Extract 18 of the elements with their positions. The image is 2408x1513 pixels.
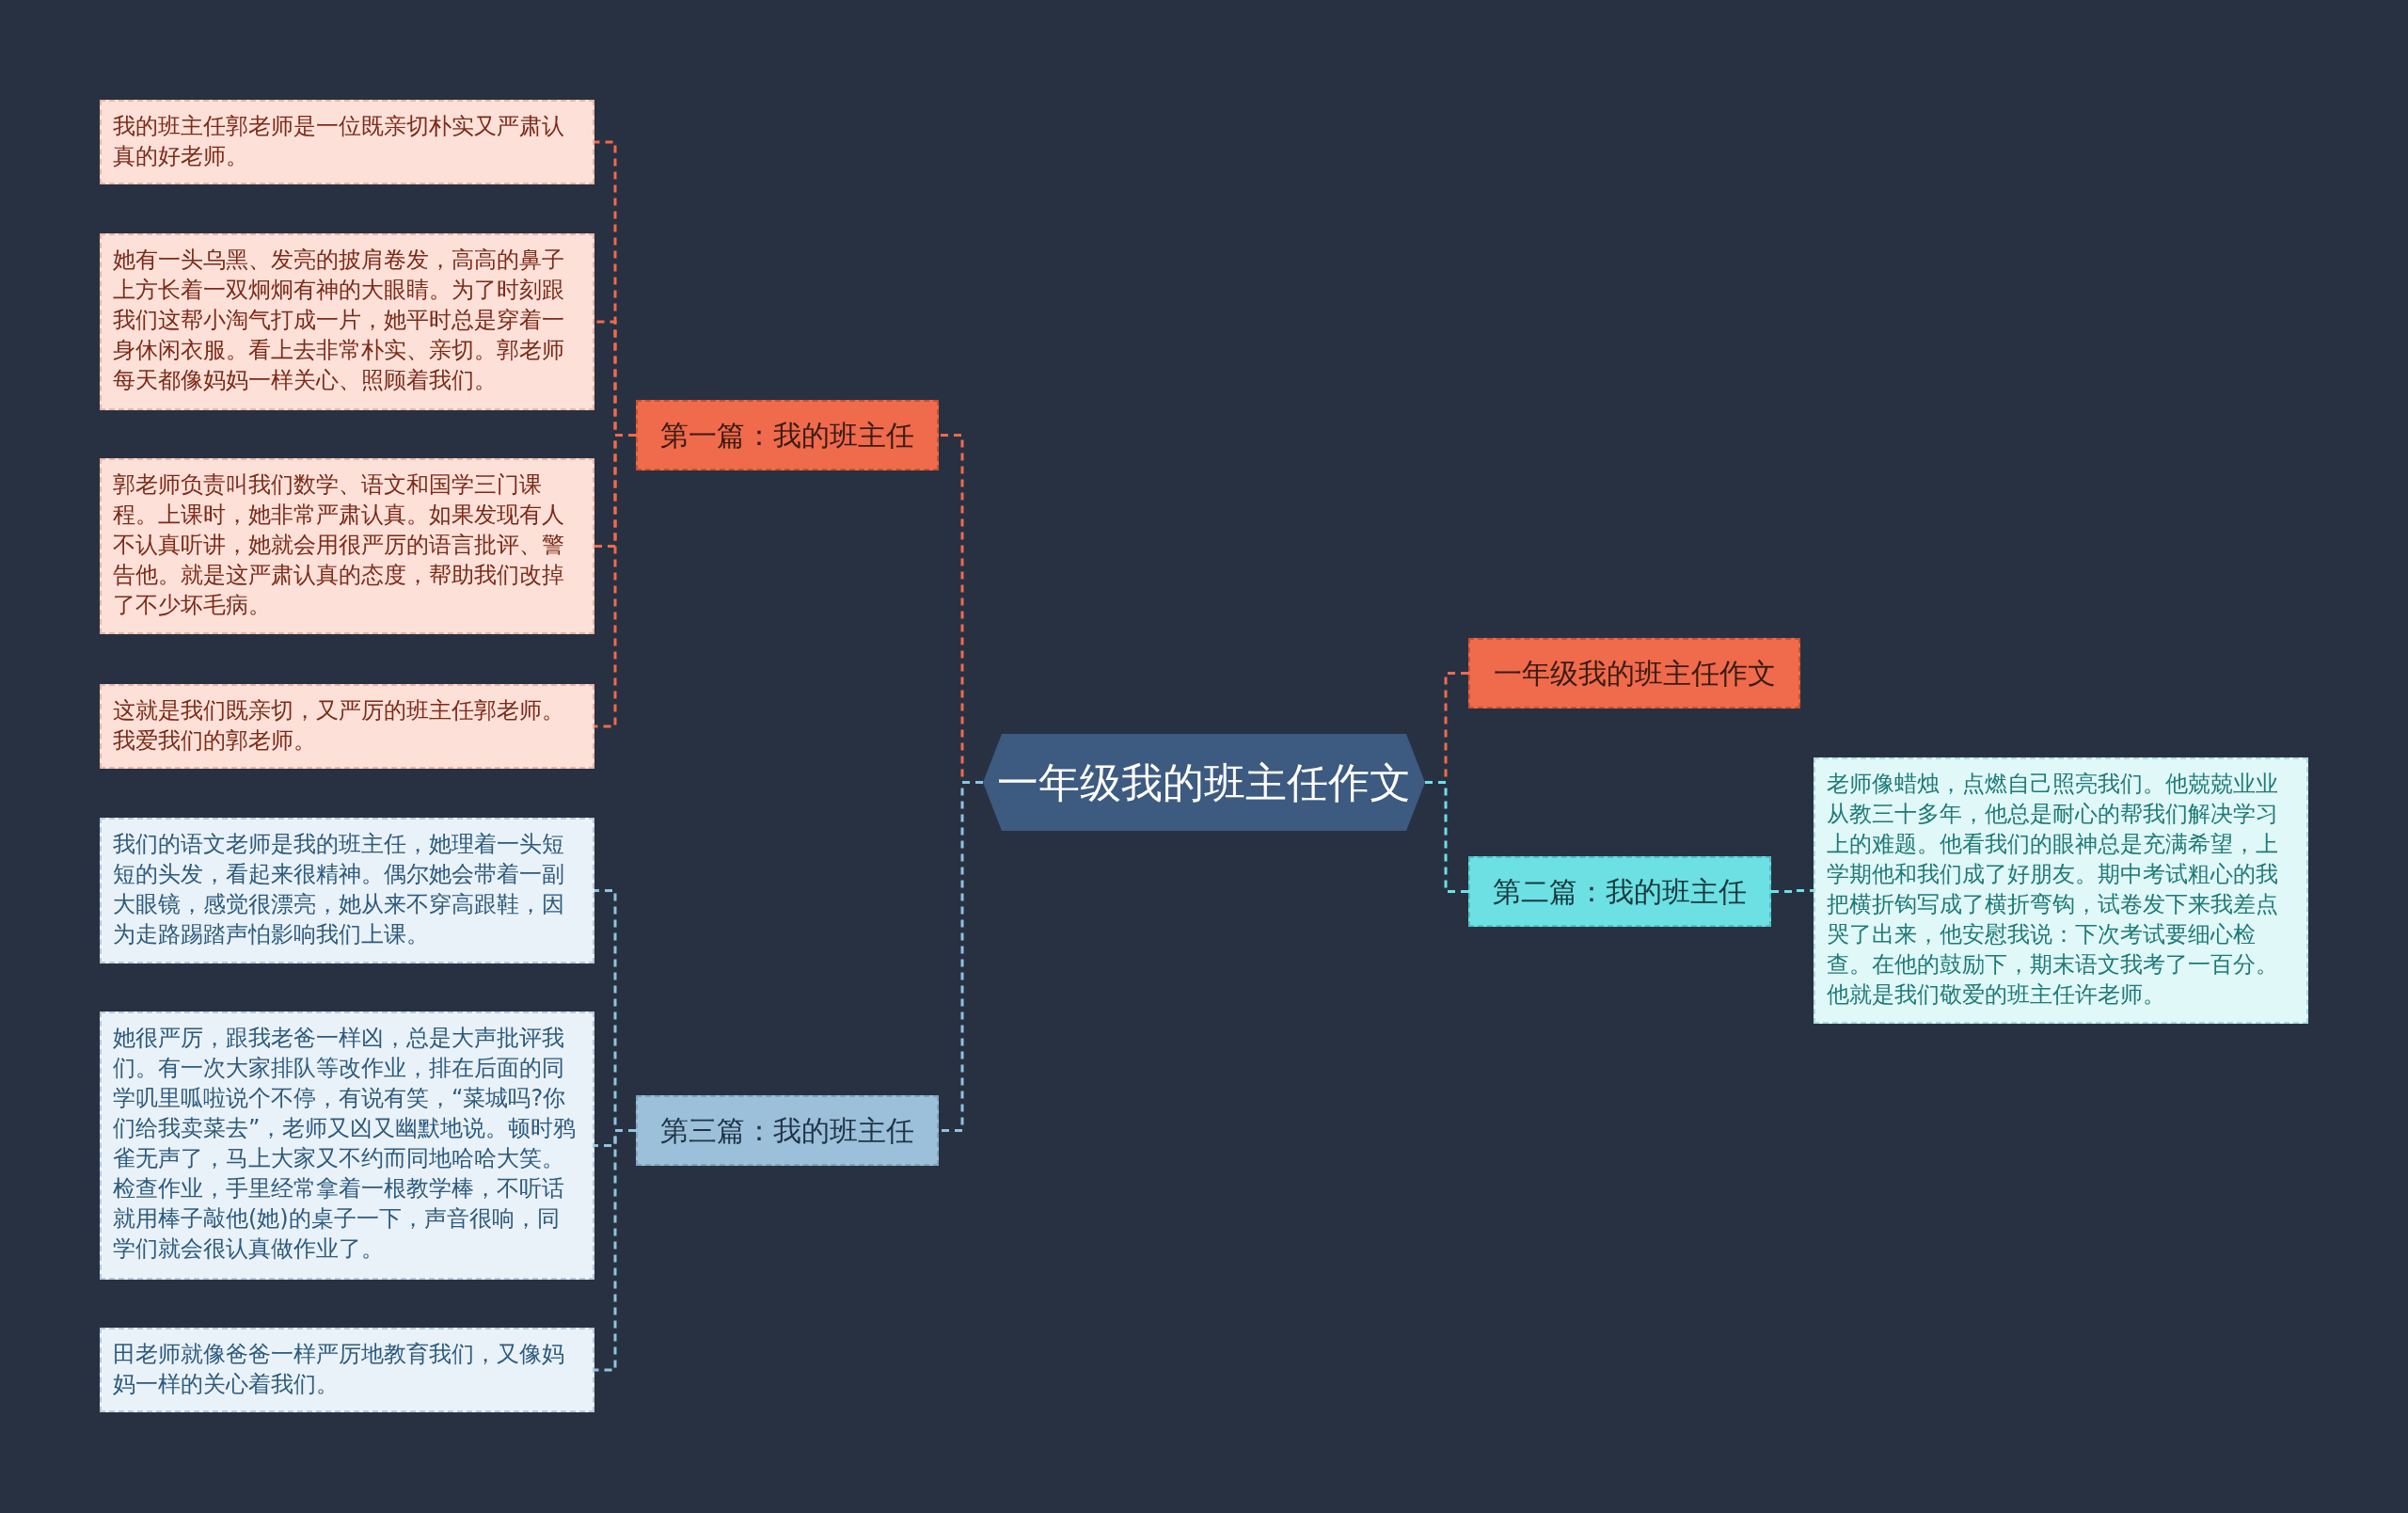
text-card: 她有一头乌黑、发亮的披肩卷发，高高的鼻子上方长着一双炯炯有神的大眼睛。为了时刻跟我们这帮小淘气打成一片，她平时总是穿着一身休闲衣服。看上去非常朴实、亲切。郭老师每天都像妈妈一样关心、照顾着我们。 <box>100 233 594 410</box>
text-card: 这就是我们既亲切，又严厉的班主任郭老师。我爱我们的郭老师。 <box>100 684 594 769</box>
text-card: 她很严厉，跟我老爸一样凶，总是大声批评我们。有一次大家排队等改作业，排在后面的同学叽里呱啦说个不停，有说有笑，“菜城吗?你们给我卖菜去”，老师又凶又幽默地说。顿时鸦雀无声了，马上大家又不约而同地哈哈大笑。检查作业，手里经常拿着一根教学棒，不听话就用棒子敲他(她)的桌子一下，声音很响，同学们就会很认真做作业了。 <box>100 1011 594 1280</box>
connector-line <box>1771 889 1814 893</box>
topic-box: 第二篇：我的班主任 <box>1468 856 1771 927</box>
connector-line <box>594 1129 636 1372</box>
central-topic: 一年级我的班主任作文 <box>983 734 1425 831</box>
topic-box: 第三篇：我的班主任 <box>636 1095 939 1166</box>
text-card: 老师像蜡烛，点燃自己照亮我们。他兢兢业业从教三十多年，他总是耐心的帮我们解决学习上的难题。他看我们的眼神总是充满希望，上学期他和我们成了好朋友。期中考试粗心的我把横折钩写成了横折弯钩，试卷发下来我差点哭了出来，他安慰我说：下次考试要细心检查。在他的鼓励下，期末语文我考了一百分。他就是我们敬爱的班主任许老师。 <box>1814 757 2308 1024</box>
text-card: 郭老师负责叫我们数学、语文和国学三门课程。上课时，她非常严肃认真。如果发现有人不认真听讲，她就会用很严厉的语言批评、警告他。就是这严肃认真的态度，帮助我们改掉了不少坏毛病。 <box>100 458 594 634</box>
text-card: 田老师就像爸爸一样严厉地教育我们，又像妈妈一样的关心着我们。 <box>100 1328 594 1412</box>
connector-line <box>939 781 983 1132</box>
connector-line <box>594 434 636 728</box>
connector-line <box>1425 781 1468 893</box>
topic-box: 第一篇：我的班主任 <box>636 400 939 470</box>
text-card: 我们的语文老师是我的班主任，她理着一头短短的头发，看起来很精神。偶尔她会带着一副大眼镜，感觉很漂亮，她从来不穿高跟鞋，因为走路踢踏声怕影响我们上课。 <box>100 818 594 964</box>
text-card: 我的班主任郭老师是一位既亲切朴实又严肃认真的好老师。 <box>100 100 594 184</box>
topic-box: 一年级我的班主任作文 <box>1468 638 1800 709</box>
